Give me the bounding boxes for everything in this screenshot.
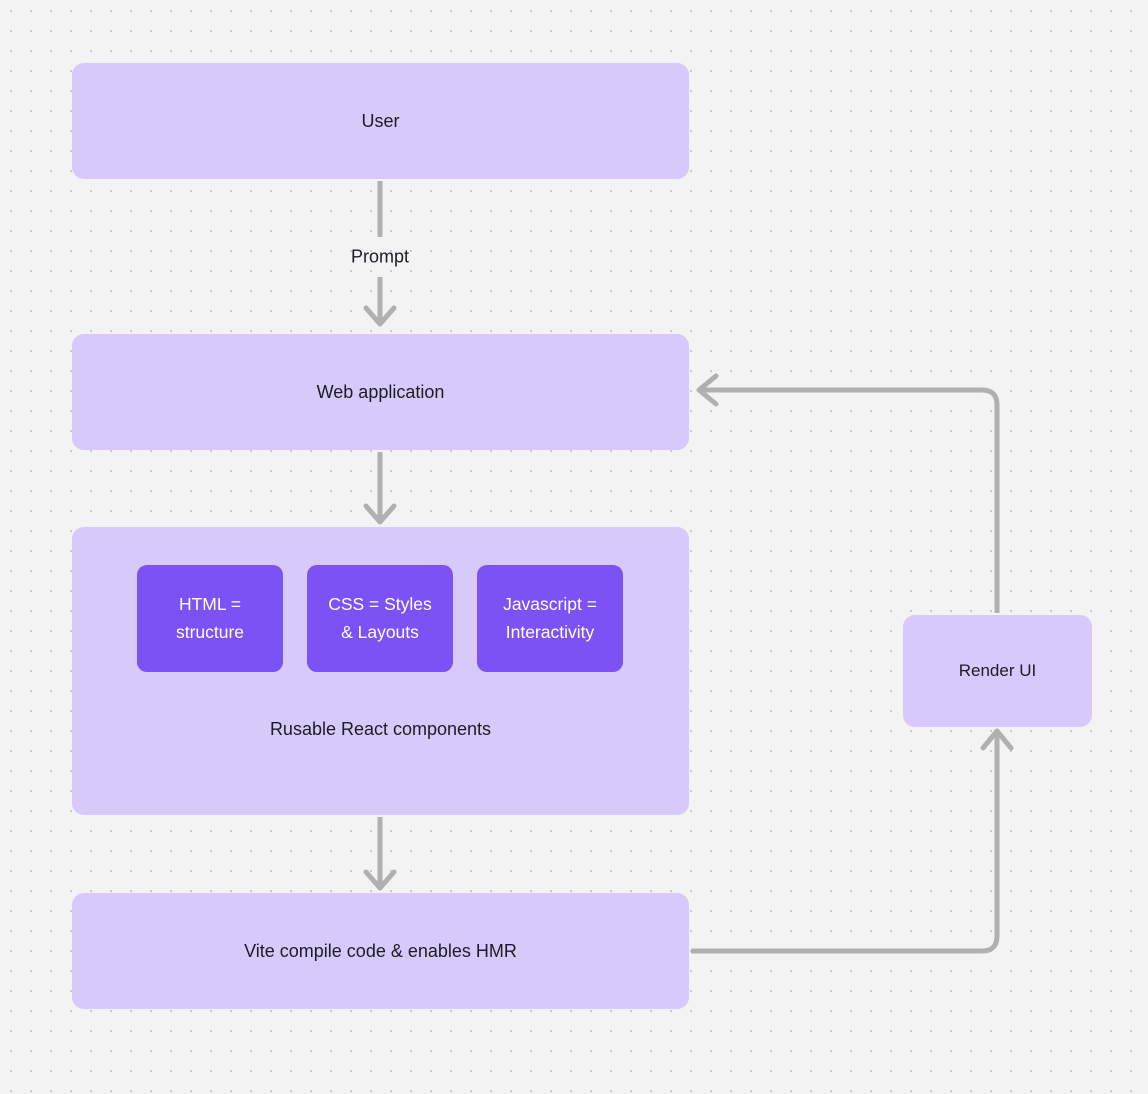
chip-html-line1: HTML = bbox=[178, 594, 242, 615]
node-render-ui-label: Render UI bbox=[958, 660, 1037, 680]
components-caption: Rusable React components bbox=[269, 719, 492, 739]
node-user[interactable]: User bbox=[72, 63, 689, 179]
edge-label-prompt: Prompt bbox=[350, 246, 410, 267]
chip-html-label: HTML = structure bbox=[176, 591, 244, 645]
edge-vite-to-render bbox=[691, 728, 1014, 954]
node-vite-label: Vite compile code & enables HMR bbox=[244, 940, 517, 961]
node-web-application[interactable]: Web application bbox=[72, 334, 689, 450]
chip-css-line1: CSS = Styles bbox=[328, 594, 432, 615]
chip-html[interactable]: HTML = structure bbox=[137, 565, 283, 672]
component-chip-row: HTML = structure CSS = Styles & Layouts … bbox=[137, 565, 623, 672]
chip-css-label: CSS = Styles & Layouts bbox=[328, 591, 432, 645]
edge-components-to-vite bbox=[363, 817, 397, 891]
node-user-label: User bbox=[361, 110, 400, 131]
edge-webapp-to-components bbox=[363, 452, 397, 525]
node-render-ui[interactable]: Render UI bbox=[903, 615, 1092, 727]
chip-css[interactable]: CSS = Styles & Layouts bbox=[307, 565, 453, 672]
node-reusable-react-components[interactable]: HTML = structure CSS = Styles & Layouts … bbox=[72, 527, 689, 815]
chip-css-line2: & Layouts bbox=[341, 621, 419, 642]
chip-javascript-line1: Javascript = bbox=[503, 594, 597, 615]
node-web-application-label: Web application bbox=[316, 381, 445, 402]
edge-render-to-webapp bbox=[696, 373, 1000, 613]
chip-javascript-label: Javascript = Interactivity bbox=[503, 591, 597, 645]
node-vite[interactable]: Vite compile code & enables HMR bbox=[72, 893, 689, 1009]
chip-html-line2: structure bbox=[175, 621, 245, 642]
chip-javascript[interactable]: Javascript = Interactivity bbox=[477, 565, 623, 672]
chip-javascript-line2: Interactivity bbox=[505, 621, 595, 642]
